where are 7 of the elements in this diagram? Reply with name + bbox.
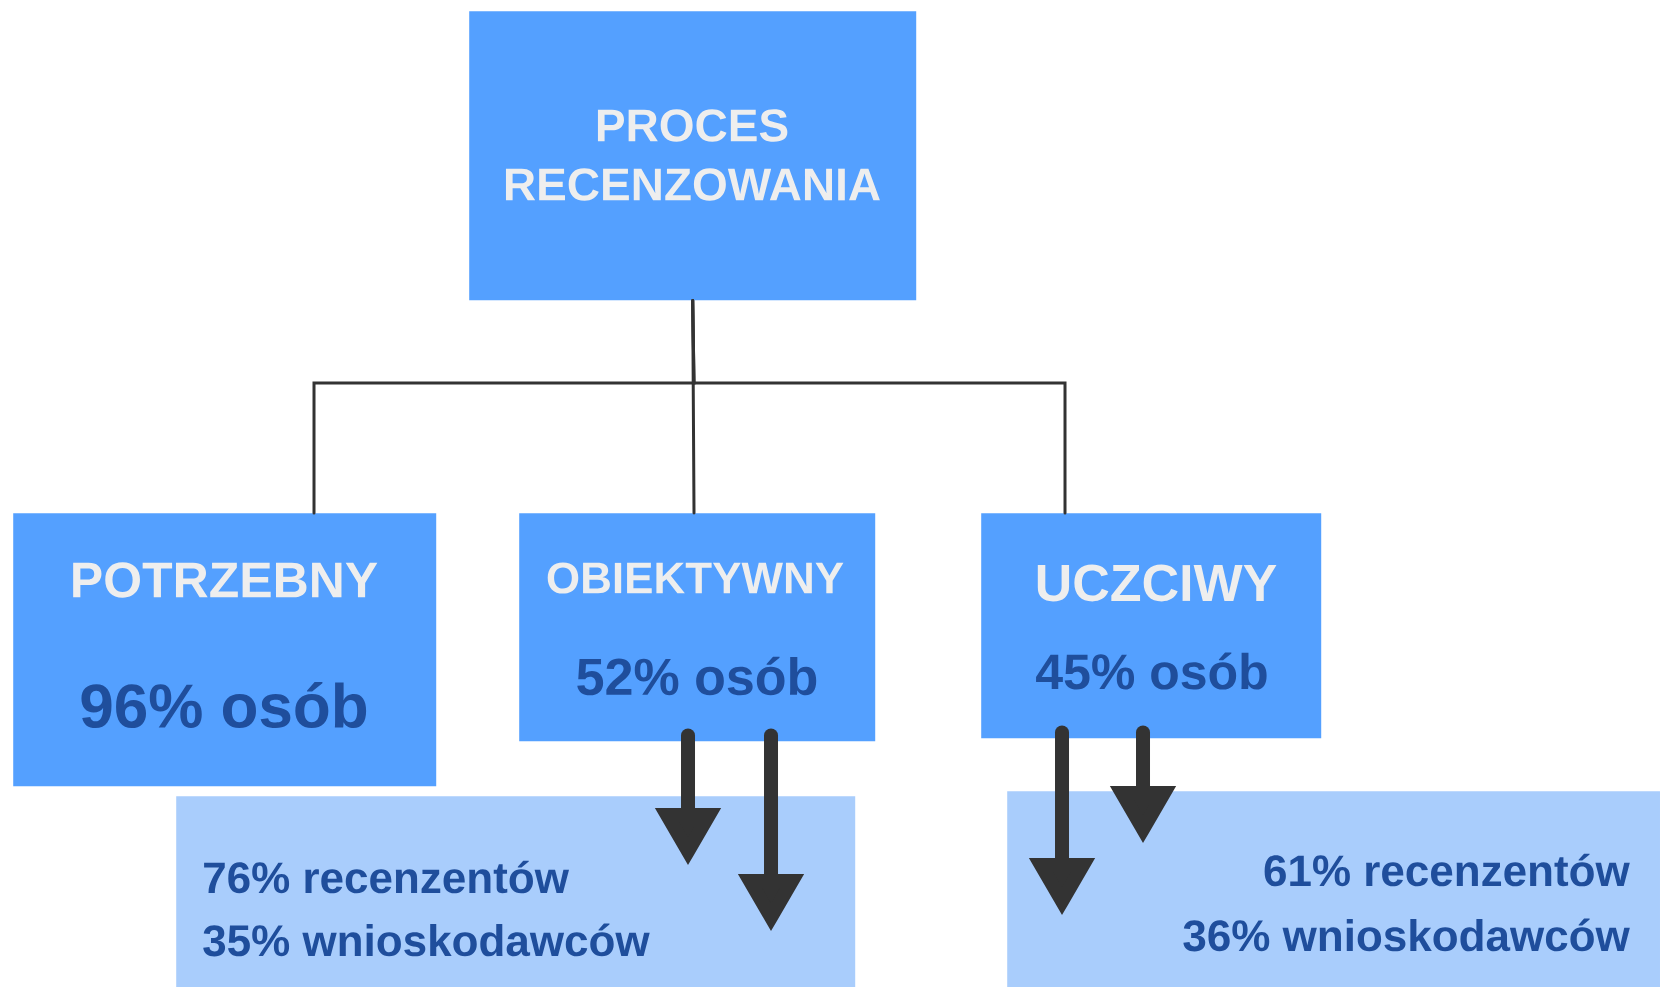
stat-box: POTRZEBNY 96% osób	[13, 513, 437, 787]
stat-box: UCZCIWY 45% osób	[981, 513, 1322, 739]
stat-box: OBIEKTYWNY 52% osób	[519, 513, 876, 742]
connector-line	[691, 298, 1067, 515]
result-box: 61% recenzentów 36% wnioskodawców	[1007, 791, 1660, 987]
process-box: PROCES RECENZOWANIA	[469, 11, 917, 301]
result-box: 76% recenzentów 35% wnioskodawców	[176, 796, 856, 987]
